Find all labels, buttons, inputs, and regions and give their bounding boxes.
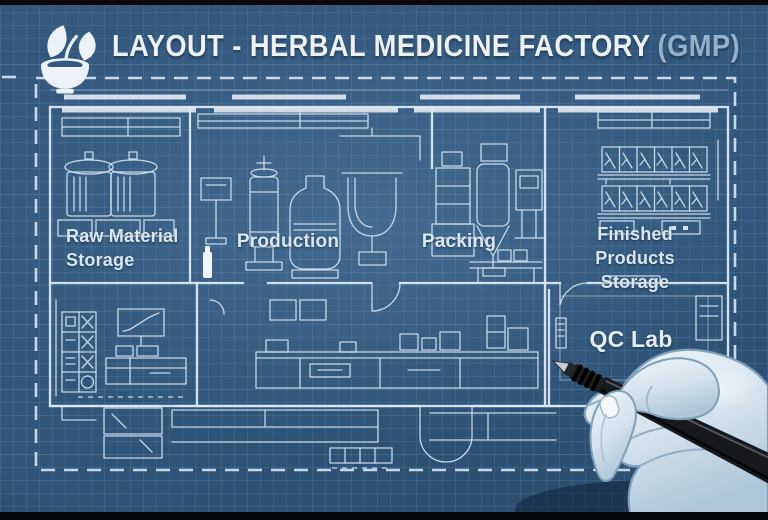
room-label-packing: Packing bbox=[421, 231, 497, 252]
room-label-raw-material-storage: Raw Material Storage bbox=[66, 226, 179, 270]
glove-index-finger bbox=[613, 357, 720, 421]
title-gmp-accent: (GMP) bbox=[657, 28, 741, 63]
bottom-letterbox-bar bbox=[0, 512, 768, 520]
poster-title: LAYOUT - HERBAL MEDICINE FACTORY(GMP) bbox=[112, 28, 740, 64]
lab-room-equipment bbox=[55, 299, 187, 398]
leaf-icon bbox=[78, 31, 96, 61]
production-equipment bbox=[197, 106, 421, 279]
building-walls bbox=[48, 89, 730, 463]
room-label-production: Production bbox=[236, 231, 340, 252]
qc-lab-fixtures bbox=[555, 275, 723, 381]
raw-material-storage-equipment bbox=[57, 117, 181, 237]
hand-with-pen-illustration bbox=[515, 348, 768, 520]
annex-outbuildings bbox=[61, 405, 557, 469]
top-letterbox-bar bbox=[0, 0, 768, 5]
room-label-qc-lab: QC Lab bbox=[589, 326, 673, 352]
dashed-border-frame bbox=[2, 75, 737, 472]
glove-thumb bbox=[589, 389, 637, 482]
leaf-icon bbox=[47, 25, 67, 58]
thumbnail bbox=[599, 395, 620, 419]
packing-equipment bbox=[431, 143, 545, 283]
mortar-bowl-icon bbox=[40, 67, 90, 89]
workshop-equipment bbox=[209, 299, 539, 389]
finished-products-racks bbox=[597, 111, 719, 235]
title-main: LAYOUT - HERBAL MEDICINE FACTORY bbox=[112, 28, 651, 63]
mortar-with-leaves-logo bbox=[20, 10, 110, 113]
room-label-finished-products-storage: Finished Products Storage bbox=[595, 224, 675, 292]
